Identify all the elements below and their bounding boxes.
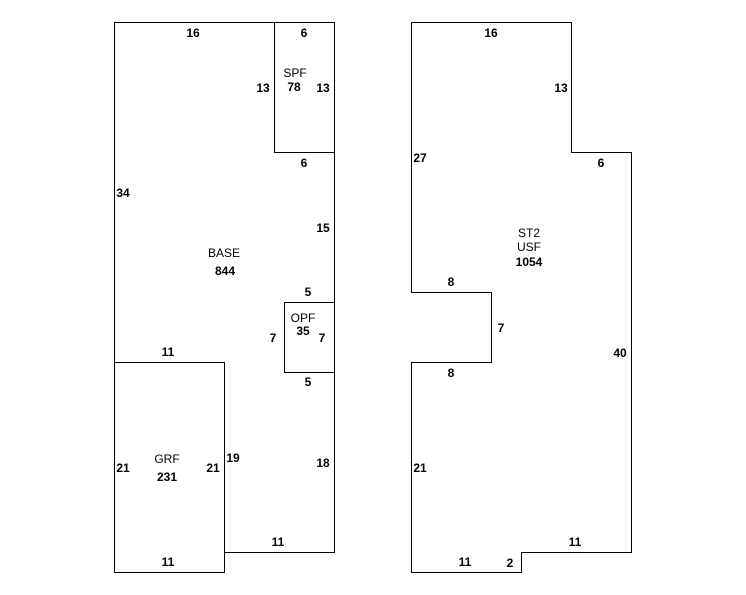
dim-label: 7: [319, 331, 326, 345]
dim-label: 8: [448, 275, 455, 289]
spf-outline: [274, 22, 335, 153]
dim-label: 21: [206, 461, 220, 475]
st2-label: ST2: [518, 226, 540, 240]
base-label: BASE: [208, 246, 240, 260]
left-sketch: BASE 844 SPF 78 OPF 35 GRF 231 16 34 15 …: [114, 22, 335, 573]
dim-label: 40: [613, 346, 627, 360]
dim-label: 15: [316, 221, 330, 235]
dim-label: 5: [305, 375, 312, 389]
dim-label: 6: [301, 156, 308, 170]
grf-label: GRF: [154, 452, 179, 466]
dim-label: 6: [301, 26, 308, 40]
dim-label: 13: [316, 81, 330, 95]
dim-label: 5: [305, 285, 312, 299]
dim-label: 6: [598, 156, 605, 170]
dim-label: 13: [256, 81, 270, 95]
dim-label: 11: [272, 535, 285, 549]
grf-sqft: 231: [157, 470, 177, 484]
grf-outline: [114, 362, 225, 573]
dim-label: 18: [316, 456, 330, 470]
dim-label: 13: [554, 81, 568, 95]
dim-label: 7: [270, 331, 277, 345]
spf-sqft: 78: [287, 80, 301, 94]
dim-label: 19: [226, 451, 240, 465]
dim-label: 16: [186, 26, 200, 40]
dim-label: 8: [448, 366, 455, 380]
dim-label: 11: [569, 535, 582, 549]
st2-sqft: 1054: [516, 255, 543, 269]
dim-label: 11: [162, 345, 175, 359]
dim-label: 16: [484, 26, 498, 40]
base-sqft: 844: [215, 264, 235, 278]
dim-label: 2: [507, 556, 514, 570]
usf-label: USF: [517, 240, 541, 254]
dim-label: 7: [498, 321, 505, 335]
dim-label: 34: [116, 186, 130, 200]
dim-label: 21: [413, 461, 427, 475]
dim-label: 11: [162, 555, 175, 569]
dim-label: 11: [459, 555, 472, 569]
st2-outline: [411, 22, 632, 573]
opf-label: OPF: [291, 311, 316, 325]
right-sketch: ST2 USF 1054 16 13 6 27 8 7 8 40 21 11 1…: [411, 22, 632, 573]
opf-outline: [284, 302, 335, 373]
spf-label: SPF: [283, 66, 306, 80]
opf-sqft: 35: [296, 324, 310, 338]
dim-label: 21: [116, 461, 130, 475]
dim-label: 27: [413, 151, 427, 165]
